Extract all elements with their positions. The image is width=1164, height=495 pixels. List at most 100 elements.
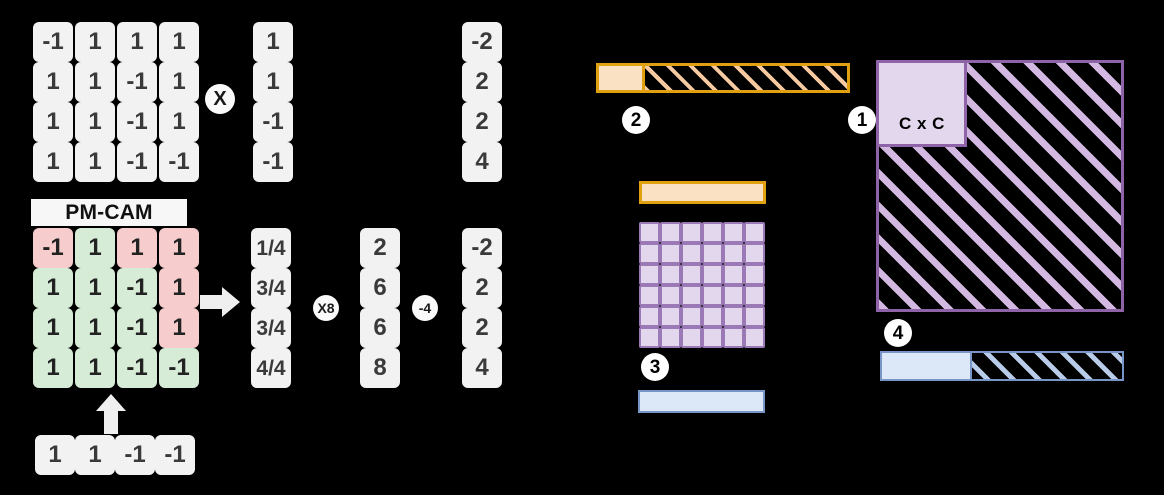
fraction-cell: 4/4 xyxy=(251,348,291,388)
right-arrow-icon xyxy=(200,287,240,317)
grid-cell xyxy=(639,243,660,264)
grid-cell xyxy=(660,222,681,243)
grid-cell xyxy=(681,327,702,348)
grid-cell xyxy=(744,327,765,348)
pmcam-cell: 1 xyxy=(159,228,199,268)
step-badge-3: 3 xyxy=(641,353,669,381)
table-cell: -1 xyxy=(117,142,157,182)
query-cell: -1 xyxy=(115,435,155,475)
grid-cell xyxy=(744,243,765,264)
table-cell: -1 xyxy=(33,22,73,62)
grid-cell xyxy=(723,264,744,285)
vector-cell: -1 xyxy=(253,142,293,182)
query-cell: -1 xyxy=(155,435,195,475)
grid-cell xyxy=(744,306,765,327)
result-cell: 2 xyxy=(462,62,502,102)
grid-cell xyxy=(723,327,744,348)
key-row-vector-bar xyxy=(639,181,766,204)
scaled-cell: 2 xyxy=(360,228,400,268)
grid-cell xyxy=(639,327,660,348)
pmcam-cell: -1 xyxy=(33,228,73,268)
scaled-cell: 6 xyxy=(360,268,400,308)
table-cell: -1 xyxy=(117,102,157,142)
table-cell: 1 xyxy=(75,142,115,182)
offset-operator-badge: -4 xyxy=(412,295,438,321)
grid-cell xyxy=(723,243,744,264)
match-result-vector-bar xyxy=(638,390,765,413)
scaled-cell: 6 xyxy=(360,308,400,348)
grid-cell xyxy=(660,306,681,327)
pmcam-cell: 1 xyxy=(117,228,157,268)
grid-cell xyxy=(723,222,744,243)
result-cell: 4 xyxy=(462,142,502,182)
step-badge-2: 2 xyxy=(622,106,650,134)
table-cell: 1 xyxy=(159,62,199,102)
table-cell: 1 xyxy=(159,102,199,142)
fraction-cell: 3/4 xyxy=(251,308,291,348)
grid-cell xyxy=(681,306,702,327)
vector-cell: 1 xyxy=(253,22,293,62)
grid-cell xyxy=(702,243,723,264)
grid-cell xyxy=(702,285,723,306)
grid-cell xyxy=(744,285,765,306)
table-cell: -1 xyxy=(117,62,157,102)
grid-cell xyxy=(639,306,660,327)
pmcam-cell: 1 xyxy=(75,348,115,388)
pmcam-cell: 1 xyxy=(159,268,199,308)
grid-cell xyxy=(660,264,681,285)
pmcam-cell: 1 xyxy=(33,348,73,388)
grid-cell xyxy=(681,285,702,306)
table-cell: 1 xyxy=(33,142,73,182)
scaled-cell: 8 xyxy=(360,348,400,388)
pmcam-cell: -1 xyxy=(117,308,157,348)
grid-cell xyxy=(744,264,765,285)
step-badge-4: 4 xyxy=(884,319,912,347)
pmcam-cell: 1 xyxy=(75,308,115,348)
fraction-cell: 3/4 xyxy=(251,268,291,308)
pmcam-cell: -1 xyxy=(117,348,157,388)
cxc-label: C x C xyxy=(899,114,945,133)
table-cell: 1 xyxy=(33,102,73,142)
pm-cam-title: PM-CAM xyxy=(31,199,187,226)
fraction-cell: 1/4 xyxy=(251,228,291,268)
pmcam-cell: 1 xyxy=(33,308,73,348)
result-cell: 2 xyxy=(462,308,502,348)
grid-cell xyxy=(702,306,723,327)
pmcam-cell: 1 xyxy=(159,308,199,348)
table-cell: 1 xyxy=(75,62,115,102)
table-cell: 1 xyxy=(75,102,115,142)
cam-array-cxc-block xyxy=(879,63,967,147)
pmcam-cell: -1 xyxy=(117,268,157,308)
pmcam-cell: -1 xyxy=(159,348,199,388)
table-cell: -1 xyxy=(159,142,199,182)
output-vector-solid-segment xyxy=(882,353,972,379)
cell-grid xyxy=(639,222,765,348)
grid-cell xyxy=(660,243,681,264)
grid-cell xyxy=(660,285,681,306)
pmcam-cell: 1 xyxy=(33,268,73,308)
vector-cell: 1 xyxy=(253,62,293,102)
grid-cell xyxy=(639,222,660,243)
grid-cell xyxy=(702,222,723,243)
step-badge-1: 1 xyxy=(848,106,876,134)
grid-cell xyxy=(660,327,681,348)
result-cell: -2 xyxy=(462,22,502,62)
result-cell: 4 xyxy=(462,348,502,388)
query-cell: 1 xyxy=(75,435,115,475)
grid-cell xyxy=(681,243,702,264)
query-cell: 1 xyxy=(35,435,75,475)
pmcam-cell: 1 xyxy=(75,268,115,308)
scale-operator-badge: X8 xyxy=(313,295,339,321)
up-arrow-icon xyxy=(96,394,126,434)
result-cell: 2 xyxy=(462,268,502,308)
grid-cell xyxy=(681,264,702,285)
grid-cell xyxy=(639,264,660,285)
result-cell: -2 xyxy=(462,228,502,268)
cam-array-square xyxy=(876,60,1124,312)
grid-cell xyxy=(681,222,702,243)
table-cell: 1 xyxy=(75,22,115,62)
pmcam-cell: 1 xyxy=(75,228,115,268)
vector-cell: -1 xyxy=(253,102,293,142)
result-cell: 2 xyxy=(462,102,502,142)
